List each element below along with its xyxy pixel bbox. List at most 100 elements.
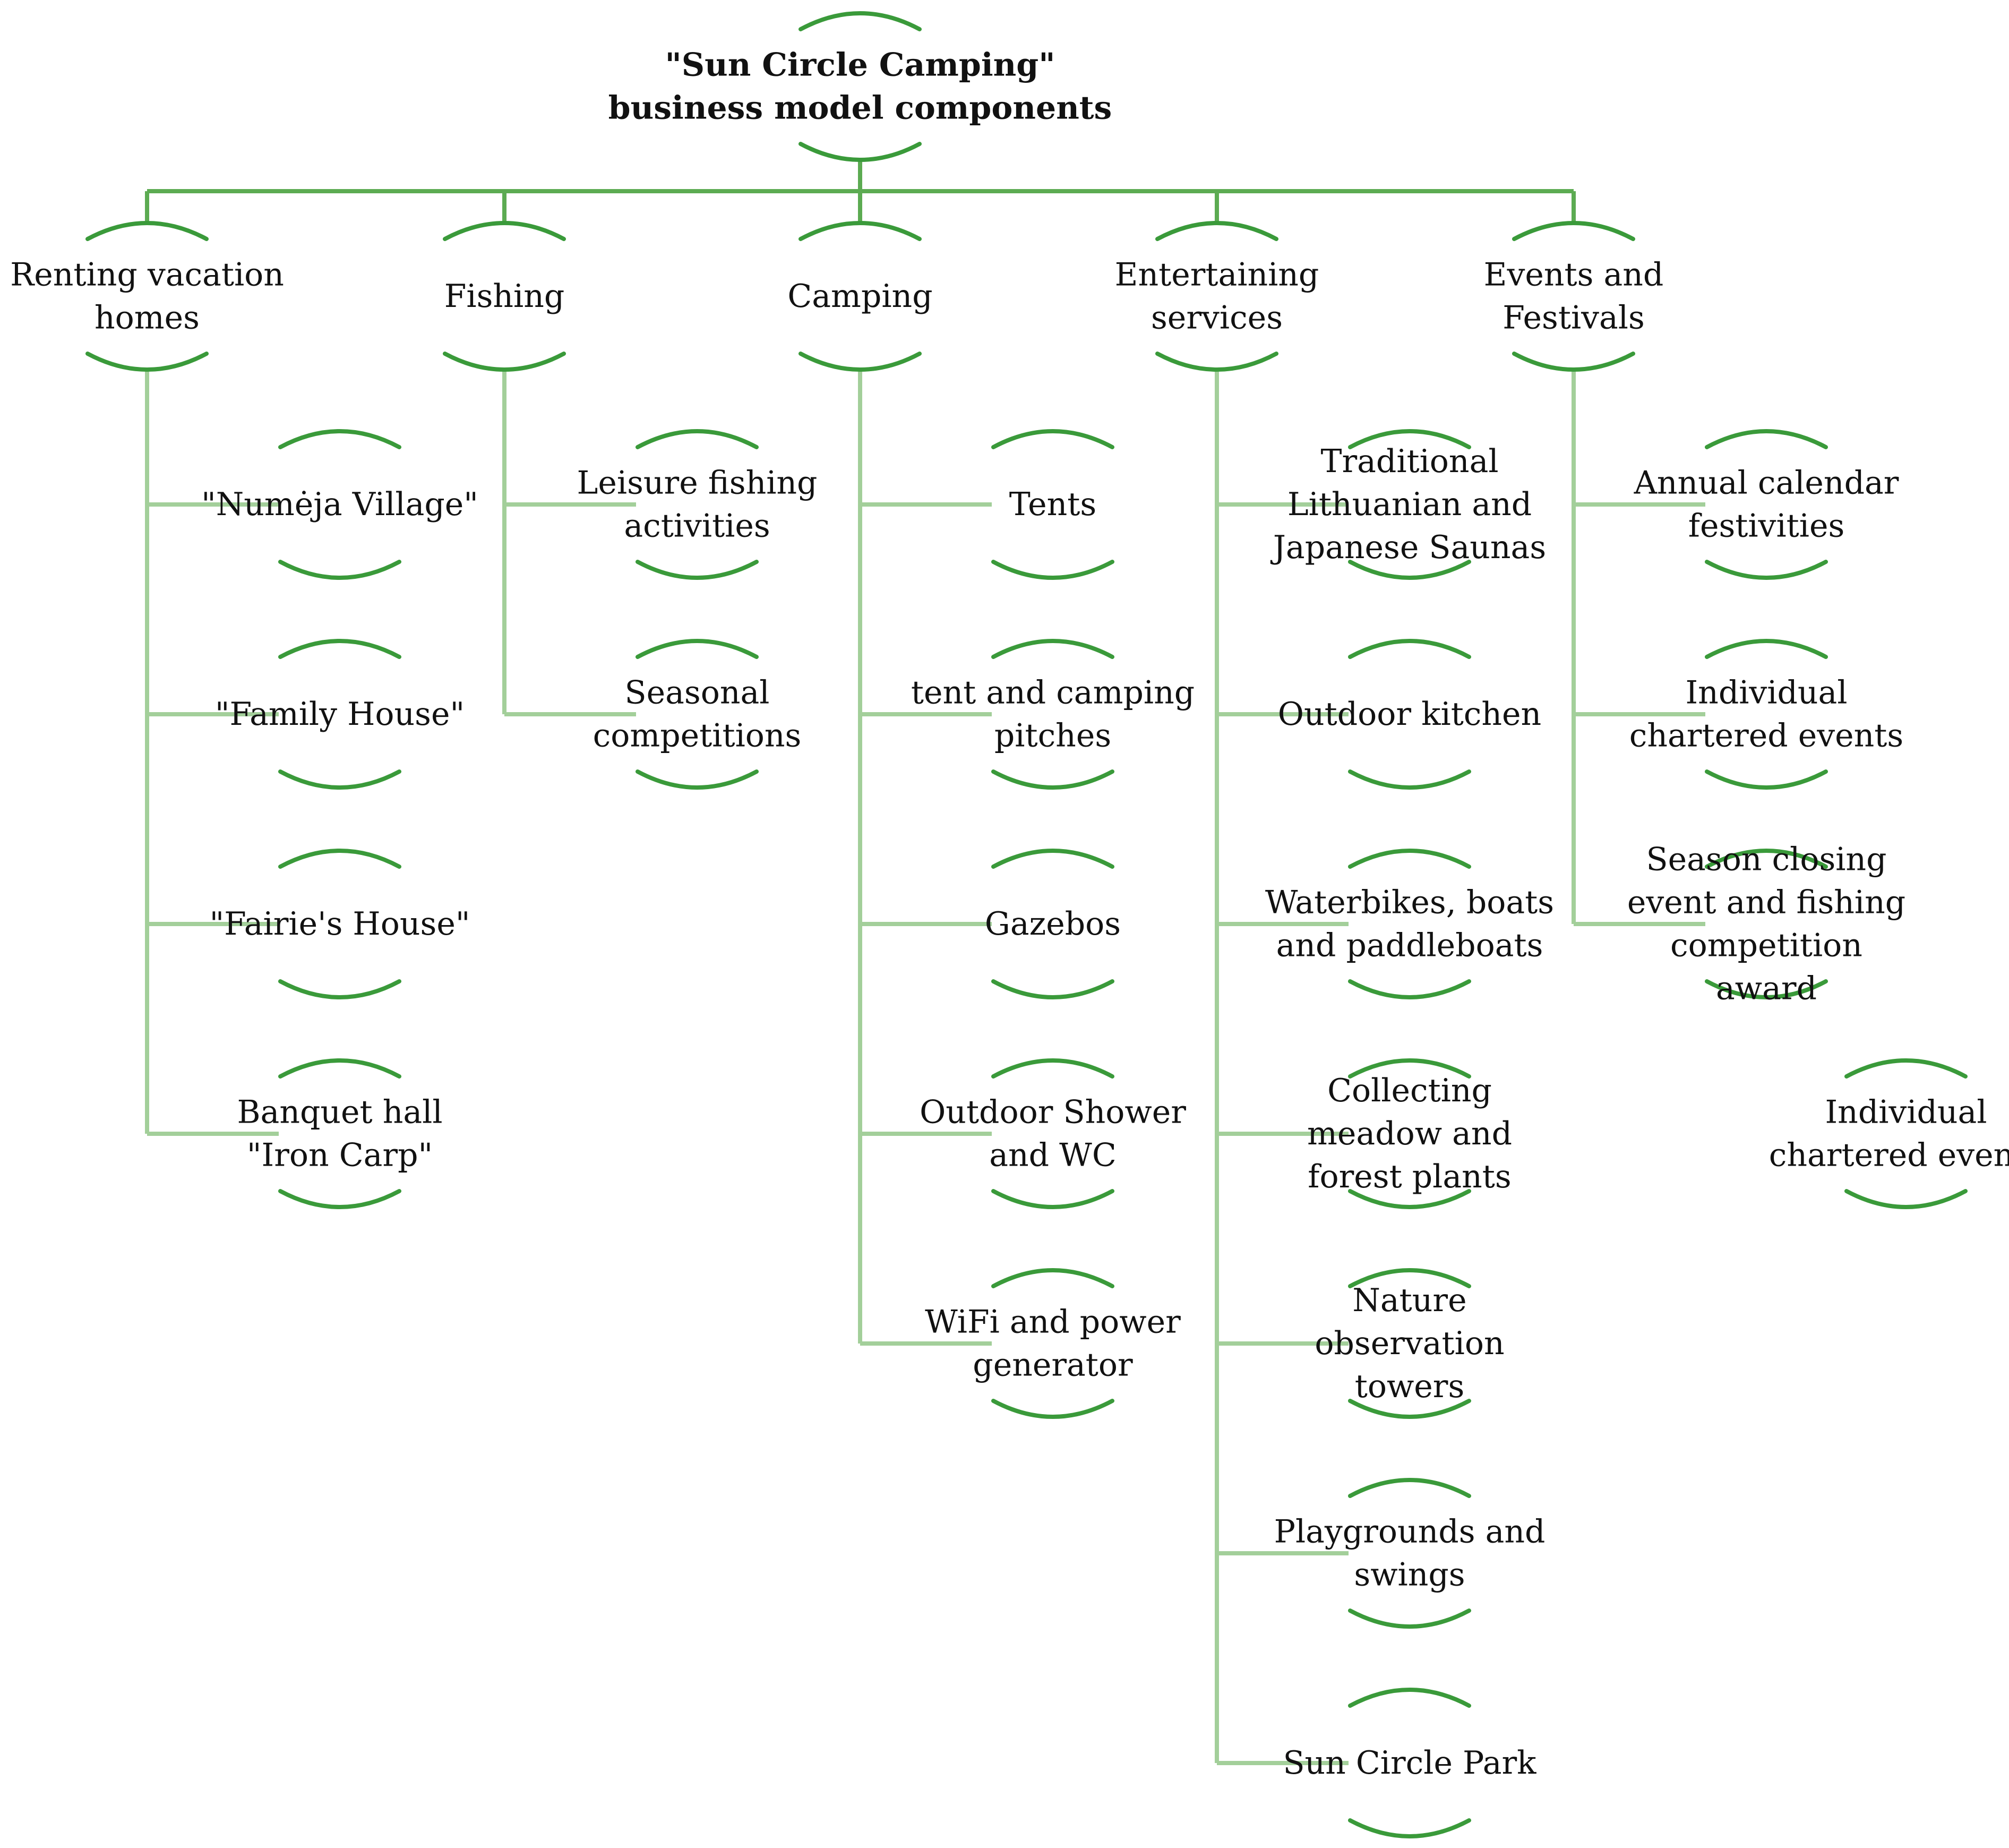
node-bottom-arc [1705, 560, 1828, 580]
node-bottom-arc [799, 352, 922, 372]
child-node: "Family House" [215, 639, 465, 790]
node-top-arc [1705, 639, 1828, 659]
root-connector [147, 160, 1574, 193]
root-node: "Sun Circle Camping" business model compo… [608, 11, 1112, 162]
node-label-line: competitions [593, 717, 802, 755]
node-bottom-arc [1155, 352, 1278, 372]
node-bottom-arc [991, 1189, 1114, 1209]
node-bottom-arc [443, 352, 566, 372]
node-label-line: services [1151, 300, 1283, 337]
node-label-line: competition [1670, 927, 1862, 964]
node-label-line: Banquet hall [237, 1094, 442, 1131]
node-label-line: observation [1315, 1325, 1504, 1362]
node-label-line: Camping [787, 278, 932, 315]
child-node: Waterbikes, boats and paddleboats [1265, 849, 1554, 999]
node-top-arc [1705, 849, 1828, 869]
node-top-arc [278, 849, 401, 869]
child-node: Gazebos [985, 849, 1121, 999]
node-top-arc [636, 429, 759, 449]
child-node: Tents [991, 429, 1114, 580]
node-bottom-arc [991, 769, 1114, 790]
node-bottom-arc [991, 1399, 1114, 1419]
node-label-line: Outdoor Shower [920, 1094, 1186, 1131]
node-bottom-arc [991, 560, 1114, 580]
child-node: Individual chartered events [1629, 639, 1903, 790]
node-label-line: and paddleboats [1276, 927, 1543, 964]
node-top-arc [991, 429, 1114, 449]
node-top-arc [85, 221, 209, 241]
node-bottom-arc [278, 979, 401, 999]
node-bottom-arc [1348, 979, 1471, 999]
node-label-line: Events and [1484, 256, 1664, 294]
node-label-line: "Iron Carp" [247, 1137, 433, 1174]
node-top-arc [1348, 1478, 1471, 1498]
node-label-line: Japanese Saunas [1270, 529, 1546, 566]
node-top-arc [1348, 849, 1471, 869]
node-bottom-arc [1348, 1189, 1471, 1209]
node-top-arc [799, 11, 922, 31]
node-label-line: Collecting [1327, 1072, 1492, 1109]
node-label-line: award [1716, 970, 1817, 1007]
node-top-arc [1348, 1058, 1471, 1079]
node-bottom-arc [1348, 769, 1471, 790]
node-label-line: homes [95, 300, 200, 337]
node-label-line: "Sun Circle Camping" [665, 47, 1055, 84]
node-bottom-arc [636, 560, 759, 580]
node-label-line: festivities [1688, 508, 1845, 545]
node-label-line: business model components [608, 90, 1112, 127]
node-bottom-arc [799, 142, 922, 162]
node-bottom-arc [1705, 979, 1828, 999]
node-bottom-arc [636, 769, 759, 790]
node-label-line: meadow and [1307, 1115, 1512, 1152]
node-label-line: Waterbikes, boats [1265, 884, 1554, 921]
node-label-line: Renting vacation [10, 256, 284, 294]
category-node: Renting vacation homes [10, 221, 284, 372]
node-top-arc [1348, 1268, 1471, 1288]
node-top-arc [1512, 221, 1635, 241]
node-top-arc [278, 429, 401, 449]
node-bottom-arc [278, 1189, 401, 1209]
node-top-arc [636, 639, 759, 659]
node-label-line: Individual [1825, 1094, 1987, 1131]
node-label-line: swings [1354, 1556, 1465, 1594]
node-label-line: Season closing [1646, 841, 1887, 878]
node-top-arc [278, 639, 401, 659]
node-top-arc [1155, 221, 1278, 241]
node-label-line: activities [624, 508, 770, 545]
node-top-arc [991, 1058, 1114, 1079]
node-label-line: Individual [1685, 674, 1847, 712]
node-bottom-arc [1512, 352, 1635, 372]
child-node: "Numėja Village" [201, 429, 478, 580]
connector-lines [145, 160, 1705, 1765]
child-node: Outdoor Shower and WC [920, 1058, 1186, 1209]
node-label-line: and WC [989, 1137, 1116, 1174]
node-top-arc [1348, 639, 1471, 659]
node-label-line: "Fairie's House" [210, 905, 470, 943]
node-label-line: Fishing [444, 278, 565, 315]
category-node: Camping [787, 221, 933, 372]
node-label-line: Leisure fishing [577, 465, 818, 502]
node-label-line: chartered events [1629, 717, 1903, 755]
node-label-line: "Numėja Village" [201, 486, 478, 523]
node-label-line: Sun Circle Park [1283, 1744, 1536, 1782]
category-node: Fishing [443, 221, 566, 372]
node-label-line: Traditional [1320, 443, 1498, 480]
node-top-arc [1348, 429, 1471, 449]
diagram-nodes: "Sun Circle Camping" business model compo… [10, 11, 2009, 1838]
node-label-line: Gazebos [985, 905, 1121, 943]
child-node: Leisure fishing activities [577, 429, 818, 580]
node-label-line: Playgrounds and [1274, 1513, 1546, 1551]
child-node: "Fairie's House" [210, 849, 470, 999]
node-label-line: pitches [994, 717, 1111, 755]
node-top-arc [991, 639, 1114, 659]
